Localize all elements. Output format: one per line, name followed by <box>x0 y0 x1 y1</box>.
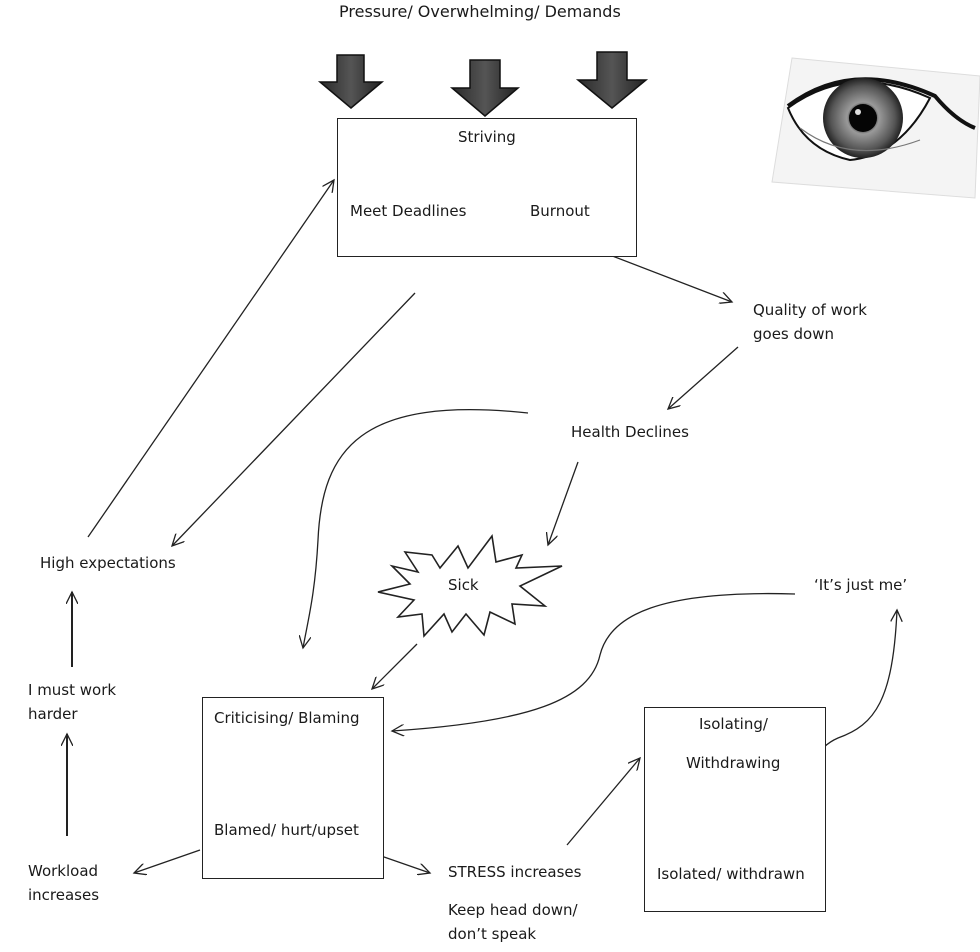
arrow-to-health <box>668 346 739 409</box>
striving-box <box>337 118 637 257</box>
must-work-harder-label: I must work harder <box>28 681 117 723</box>
striving-label: Striving <box>458 128 516 146</box>
arrow-to-quality <box>601 251 732 302</box>
quality-label: Quality of work goes down <box>753 301 867 343</box>
stress-label: STRESS increases <box>448 863 582 881</box>
high-expectations-label: High expectations <box>40 554 176 572</box>
keep-head-down-label: Keep head down/ don’t speak <box>448 901 578 943</box>
meet-deadlines-label: Meet Deadlines <box>350 202 467 220</box>
down-arrow-icon <box>449 59 521 117</box>
down-arrow-icon <box>317 54 385 109</box>
withdrawing-label: Withdrawing <box>686 754 781 772</box>
burnout-label: Burnout <box>530 202 590 220</box>
starburst-icon <box>377 533 563 638</box>
arrow-to-isolating <box>566 758 640 846</box>
isolating-label: Isolating/ <box>699 715 768 733</box>
arrow-to-sick <box>548 461 579 545</box>
arrow-to-striving <box>87 180 334 538</box>
criticising-box <box>202 697 384 879</box>
arrow-its-just-me-to-criticising <box>392 592 796 731</box>
criticising-label: Criticising/ Blaming <box>214 709 360 727</box>
down-arrow-icon <box>575 51 649 109</box>
health-declines-label: Health Declines <box>571 423 689 441</box>
arrow-to-high-expectations <box>172 292 416 546</box>
arrow-health-to-criticising <box>303 409 529 648</box>
isolated-label: Isolated/ withdrawn <box>657 865 805 883</box>
its-just-me-label: ‘It’s just me’ <box>814 576 908 594</box>
workload-label: Workload increases <box>28 862 100 904</box>
arrow-to-workload <box>134 849 201 873</box>
isolating-box <box>644 707 826 912</box>
blamed-label: Blamed/ hurt/upset <box>214 821 359 839</box>
sick-label: Sick <box>448 576 479 594</box>
page-title: Pressure/ Overwhelming/ Demands <box>339 2 621 21</box>
arrow-sick-to-criticising <box>372 643 418 689</box>
eye-icon <box>771 57 980 199</box>
